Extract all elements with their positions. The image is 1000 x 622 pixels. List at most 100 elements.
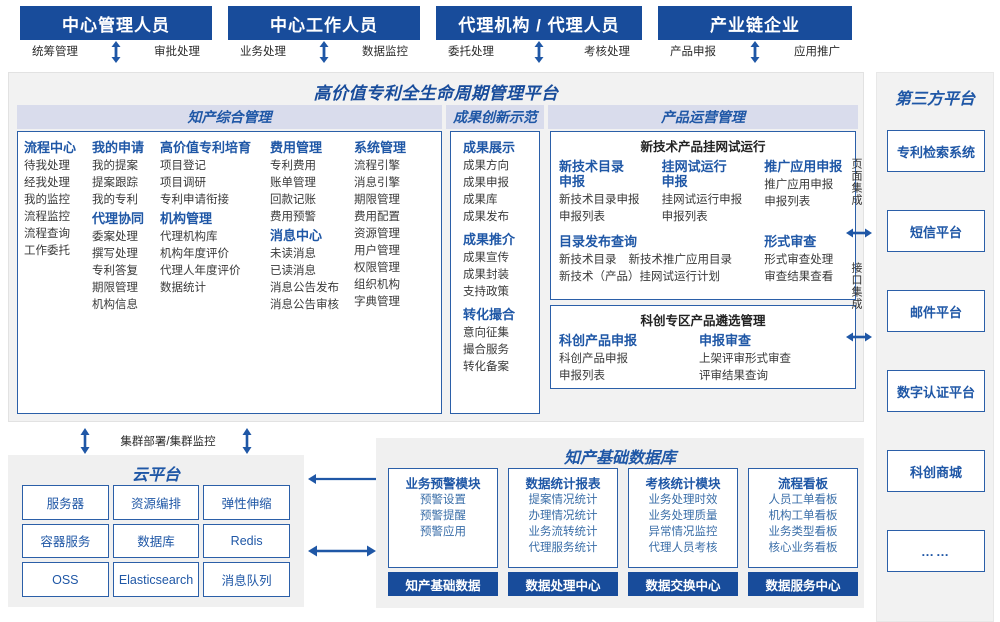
leaf-item[interactable]: 我的监控	[24, 194, 70, 206]
db-column-footer[interactable]: 知产基础数据	[388, 572, 498, 596]
leaf-item[interactable]: 成果库	[463, 194, 498, 206]
third-party-item-1[interactable]: 短信平台	[887, 210, 985, 252]
leaf-item[interactable]: 消息公告审核	[270, 299, 339, 311]
third-party-item-0[interactable]: 专利检索系统	[887, 130, 985, 172]
db-item[interactable]: 预警提醒	[420, 510, 466, 522]
leaf-item[interactable]: 形式审查处理	[764, 254, 834, 266]
cloud-cell[interactable]: 消息队列	[203, 562, 290, 597]
db-item[interactable]: 机构工单看板	[768, 510, 838, 522]
leaf-item[interactable]: 成果方向	[463, 160, 509, 172]
leaf-item[interactable]: 我的专利	[92, 194, 138, 206]
leaf-item[interactable]: 申报列表	[661, 211, 708, 223]
leaf-item[interactable]: 期限管理	[92, 282, 138, 294]
role-title-1[interactable]: 中心工作人员	[228, 6, 420, 40]
cloud-cell[interactable]: 服务器	[22, 485, 109, 520]
leaf-item[interactable]: 支持政策	[463, 286, 509, 298]
db-item[interactable]: 核心业务看板	[768, 542, 838, 554]
third-party-item-4[interactable]: 科创商城	[887, 450, 985, 492]
leaf-item[interactable]: 专利答复	[92, 265, 138, 277]
third-party-item-5[interactable]: ……	[887, 530, 985, 572]
leaf-item[interactable]: 成果申报	[463, 177, 509, 189]
leaf-item[interactable]: 回款记账	[270, 194, 316, 206]
leaf-item[interactable]: 审查结果查看	[764, 271, 834, 283]
leaf-item[interactable]: 消息引擎	[354, 177, 400, 189]
leaf-item[interactable]: 费用配置	[354, 211, 400, 223]
db-item[interactable]: 业务类型看板	[768, 526, 838, 538]
leaf-item[interactable]: 期限管理	[354, 194, 400, 206]
leaf-item[interactable]: 提案跟踪	[92, 177, 138, 189]
cloud-cell[interactable]: 容器服务	[22, 523, 109, 559]
leaf-item[interactable]: 成果封装	[463, 269, 509, 281]
leaf-item[interactable]: 待我处理	[24, 160, 70, 172]
leaf-item[interactable]: 流程引擎	[354, 160, 400, 172]
db-item[interactable]: 预警应用	[420, 526, 466, 538]
leaf-item[interactable]: 字典管理	[354, 296, 400, 308]
leaf-item[interactable]: 科创产品申报	[559, 353, 628, 365]
db-item[interactable]: 人员工单看板	[768, 494, 838, 506]
leaf-item[interactable]: 经我处理	[24, 177, 70, 189]
leaf-item[interactable]: 资源管理	[354, 228, 400, 240]
db-item[interactable]: 代理服务统计	[528, 542, 598, 554]
leaf-item[interactable]: 权限管理	[354, 262, 400, 274]
leaf-item[interactable]: 新技术目录	[559, 254, 617, 266]
leaf-item[interactable]: 未读消息	[270, 248, 316, 260]
leaf-item[interactable]: 新技术推广应用目录	[628, 254, 733, 266]
leaf-item[interactable]: 上架评审形式审查	[699, 353, 791, 365]
leaf-item[interactable]: 机构信息	[92, 299, 138, 311]
leaf-item[interactable]: 流程监控	[24, 211, 70, 223]
leaf-item[interactable]: 转化备案	[463, 361, 509, 373]
leaf-item[interactable]: 组织机构	[354, 279, 400, 291]
leaf-item[interactable]: 项目登记	[160, 160, 206, 172]
leaf-item[interactable]: 委案处理	[92, 231, 138, 243]
db-item[interactable]: 业务流转统计	[528, 526, 598, 538]
leaf-item[interactable]: 新技术目录申报	[559, 194, 640, 206]
leaf-item[interactable]: 我的提案	[92, 160, 138, 172]
cloud-cell[interactable]: Elasticsearch	[112, 562, 200, 597]
cloud-cell[interactable]: Redis	[203, 523, 290, 559]
leaf-item[interactable]: 挂网试运行申报	[661, 194, 743, 206]
leaf-item[interactable]: 工作委托	[24, 245, 70, 257]
leaf-item[interactable]: 推广应用申报	[764, 179, 834, 191]
cloud-cell[interactable]: 资源编排	[112, 485, 200, 520]
leaf-item[interactable]: 申报列表	[559, 211, 605, 223]
leaf-item[interactable]: 成果宣传	[463, 252, 509, 264]
cloud-cell[interactable]: 弹性伸缩	[203, 485, 290, 520]
leaf-item[interactable]: 评审结果查询	[699, 370, 768, 382]
leaf-item[interactable]: 用户管理	[354, 245, 400, 257]
leaf-item[interactable]: 专利申请衔接	[160, 194, 229, 206]
db-item[interactable]: 提案情况统计	[528, 494, 598, 506]
cloud-cell[interactable]: 数据库	[112, 523, 200, 559]
third-party-item-2[interactable]: 邮件平台	[887, 290, 985, 332]
leaf-item[interactable]: 消息公告发布	[270, 282, 339, 294]
leaf-item[interactable]: 新技术（产品）挂网试运行计划	[559, 271, 720, 283]
role-title-2[interactable]: 代理机构 / 代理人员	[436, 6, 642, 40]
leaf-item[interactable]: 成果发布	[463, 211, 509, 223]
db-item[interactable]: 办理情况统计	[528, 510, 598, 522]
leaf-item[interactable]: 流程查询	[24, 228, 70, 240]
leaf-item[interactable]: 数据统计	[160, 282, 206, 294]
leaf-item[interactable]: 撰写处理	[92, 248, 138, 260]
leaf-item[interactable]: 机构年度评价	[160, 248, 229, 260]
leaf-item[interactable]: 专利费用	[270, 160, 316, 172]
role-title-3[interactable]: 产业链企业	[658, 6, 852, 40]
db-column-footer[interactable]: 数据处理中心	[508, 572, 618, 596]
role-title-0[interactable]: 中心管理人员	[20, 6, 212, 40]
db-column-footer[interactable]: 数据服务中心	[748, 572, 858, 596]
leaf-item[interactable]: 账单管理	[270, 177, 316, 189]
leaf-item[interactable]: 已读消息	[270, 265, 316, 277]
leaf-item[interactable]: 代理机构库	[160, 231, 218, 243]
leaf-item[interactable]: 代理人年度评价	[160, 265, 241, 277]
leaf-item[interactable]: 费用预警	[270, 211, 316, 223]
db-item[interactable]: 预警设置	[420, 494, 466, 506]
db-item[interactable]: 代理人员考核	[648, 542, 718, 554]
leaf-item[interactable]: 项目调研	[160, 177, 206, 189]
db-item[interactable]: 业务处理质量	[648, 510, 718, 522]
db-item[interactable]: 异常情况监控	[648, 526, 718, 538]
third-party-item-3[interactable]: 数字认证平台	[887, 370, 985, 412]
db-column-footer[interactable]: 数据交换中心	[628, 572, 738, 596]
leaf-item[interactable]: 申报列表	[559, 370, 605, 382]
leaf-item[interactable]: 撮合服务	[463, 344, 509, 356]
cloud-cell[interactable]: OSS	[22, 562, 109, 597]
leaf-item[interactable]: 申报列表	[764, 196, 811, 208]
db-item[interactable]: 业务处理时效	[648, 494, 718, 506]
